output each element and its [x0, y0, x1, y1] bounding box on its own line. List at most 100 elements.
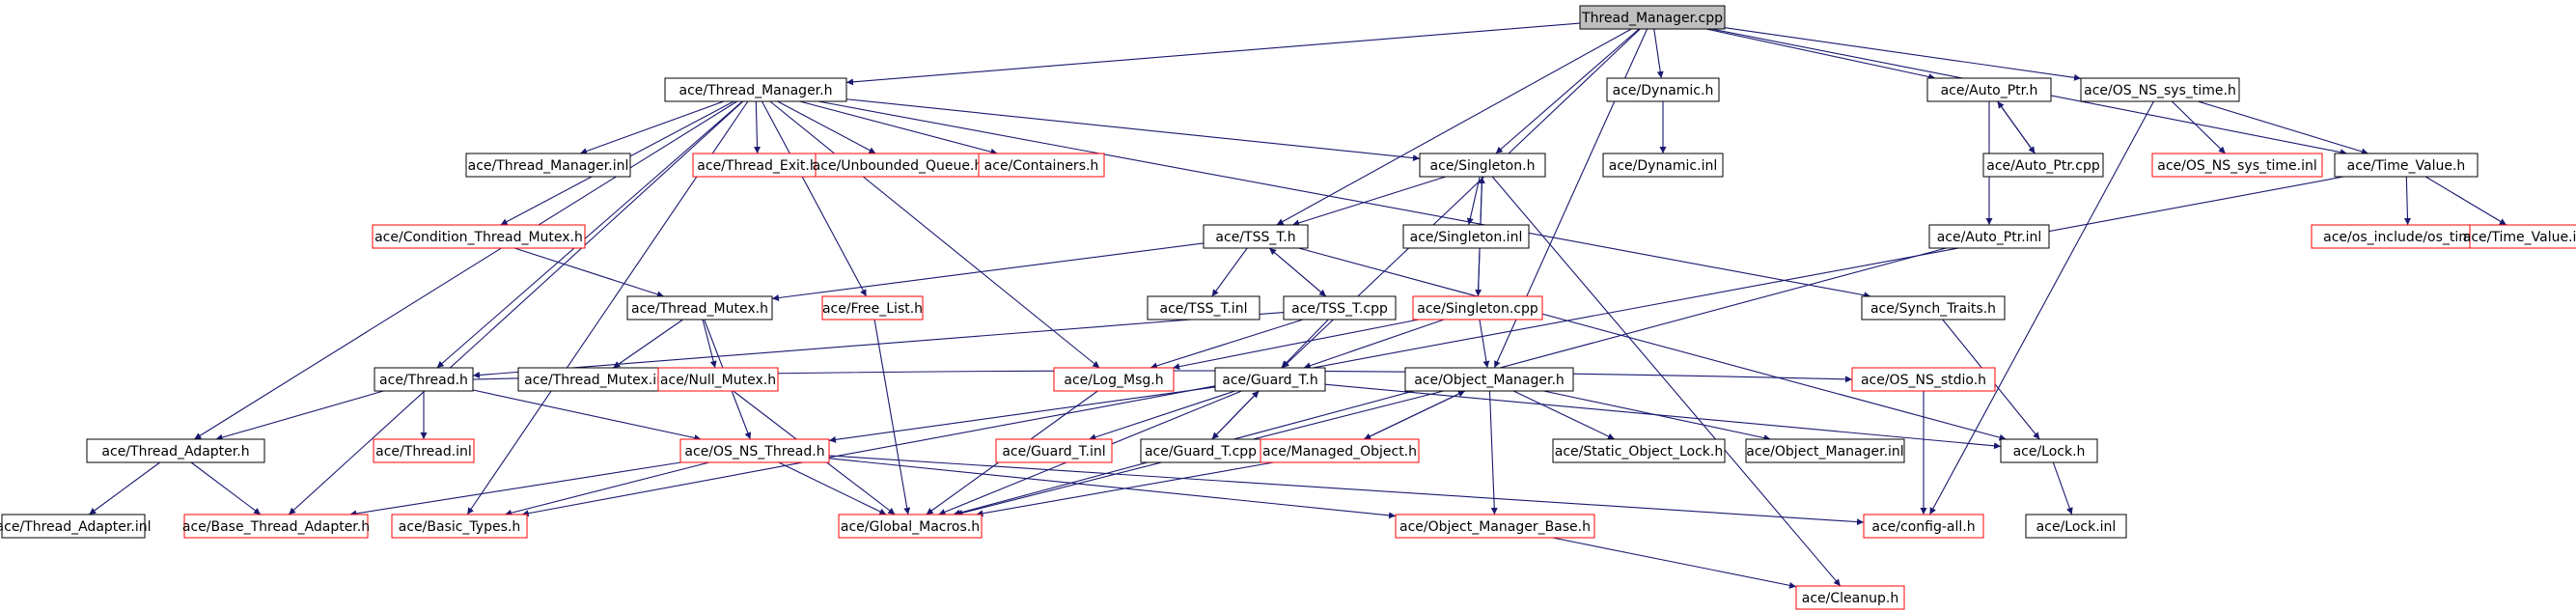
node-nmx[interactable]: ace/Null_Mutex.h	[657, 367, 779, 392]
edge-omb-to-cln	[1552, 537, 1797, 589]
node-ctm[interactable]: ace/Condition_Thread_Mutex.h	[372, 224, 586, 249]
node-sysinl[interactable]: ace/OS_NS_sys_time.inl	[2151, 153, 2323, 178]
edge-lockh-to-lockinl	[2052, 461, 2073, 515]
node-box-omh	[1404, 367, 1574, 392]
edge-tmxh-to-tmxinl	[613, 319, 683, 369]
node-tsscpp[interactable]: ace/TSS_T.cpp	[1283, 295, 1397, 320]
edge-tmh-to-texit	[754, 100, 762, 154]
node-lockinl[interactable]: ace/Lock.inl	[2025, 514, 2127, 539]
node-box-tminl	[465, 153, 631, 178]
node-sysh[interactable]: ace/OS_NS_sys_time.h	[2080, 77, 2240, 102]
node-tmh[interactable]: ace/Thread_Manager.h	[664, 77, 847, 102]
node-thh[interactable]: ace/Thread.h	[374, 367, 474, 392]
node-dynh[interactable]: ace/Dynamic.h	[1606, 77, 1720, 102]
node-tainl[interactable]: ace/Thread_Adapter.inl	[0, 514, 151, 539]
node-box-gm	[838, 514, 983, 539]
node-bta[interactable]: ace/Base_Thread_Adapter.h	[182, 514, 370, 539]
node-box-dyninl	[1602, 153, 1724, 178]
node-synch[interactable]: ace/Synch_Traits.h	[1861, 295, 2006, 320]
node-label-aph: ace/Auto_Ptr.h	[1941, 83, 2038, 98]
node-singcpp[interactable]: ace/Singleton.cpp	[1412, 295, 1543, 320]
edge-thh-to-tah	[215, 390, 384, 441]
node-uq[interactable]: ace/Unbounded_Queue.h	[813, 153, 983, 178]
node-mob[interactable]: ace/Managed_Object.h	[1260, 438, 1420, 463]
node-label-tmh: ace/Thread_Manager.h	[679, 83, 833, 98]
edge-tsscpp-to-lmh	[1150, 319, 1304, 370]
node-tmxh[interactable]: ace/Thread_Mutex.h	[626, 295, 773, 320]
node-label-tsscpp: ace/TSS_T.cpp	[1291, 301, 1388, 317]
node-box-tssh	[1203, 224, 1309, 249]
node-tmxinl[interactable]: ace/Thread_Mutex.inl	[517, 367, 676, 392]
node-omh[interactable]: ace/Object_Manager.h	[1404, 367, 1574, 392]
node-aph[interactable]: ace/Auto_Ptr.h	[1926, 77, 2052, 102]
node-label-lockinl: ace/Lock.inl	[2036, 519, 2117, 535]
node-box-aph	[1926, 77, 2052, 102]
node-osth[interactable]: ace/OS_NS_Thread.h	[679, 438, 830, 463]
node-apcpp[interactable]: ace/Auto_Ptr.cpp	[1982, 153, 2104, 178]
node-tvinl[interactable]: ace/Time_Value.inl	[2463, 224, 2576, 249]
node-label-mob: ace/Managed_Object.h	[1262, 444, 1417, 460]
node-label-gtcpp: ace/Guard_T.cpp	[1145, 444, 1257, 460]
node-box-lockh	[2000, 438, 2098, 463]
node-singinl[interactable]: ace/Singleton.inl	[1402, 224, 1530, 249]
node-label-tah: ace/Thread_Adapter.h	[101, 444, 249, 460]
node-box-singinl	[1402, 224, 1530, 249]
node-label-stdio: ace/OS_NS_stdio.h	[1861, 373, 1986, 388]
node-bt[interactable]: ace/Basic_Types.h	[391, 514, 528, 539]
node-stdio[interactable]: ace/OS_NS_stdio.h	[1851, 367, 1996, 392]
node-box-tmxh	[626, 295, 773, 320]
node-label-gtinl: ace/Guard_T.inl	[1002, 444, 1105, 460]
node-box-lockinl	[2025, 514, 2127, 539]
node-sol[interactable]: ace/Static_Object_Lock.h	[1552, 438, 1726, 463]
node-label-tainl: ace/Thread_Adapter.inl	[0, 519, 151, 535]
node-tah[interactable]: ace/Thread_Adapter.h	[86, 438, 265, 463]
node-singh[interactable]: ace/Singleton.h	[1419, 153, 1546, 178]
node-box-bta	[183, 514, 369, 539]
node-lmh[interactable]: ace/Log_Msg.h	[1053, 367, 1175, 392]
node-cont[interactable]: ace/Containers.h	[978, 153, 1105, 178]
node-box-ominl	[1745, 438, 1905, 463]
node-gtcpp[interactable]: ace/Guard_T.cpp	[1140, 438, 1261, 463]
node-tvh[interactable]: ace/Time_Value.h	[2334, 153, 2479, 178]
node-box-ctm	[372, 224, 586, 249]
node-box-apcpp	[1982, 153, 2104, 178]
node-gth[interactable]: ace/Guard_T.h	[1214, 367, 1326, 392]
node-box-apinl	[1928, 224, 2050, 249]
node-box-thinl	[373, 438, 475, 463]
node-lockh[interactable]: ace/Lock.h	[2000, 438, 2098, 463]
edge-tah-to-tainl	[88, 461, 161, 515]
edge-root-to-omh	[1493, 28, 1648, 369]
node-omb[interactable]: ace/Object_Manager_Base.h	[1395, 514, 1595, 539]
node-label-ominl: ace/Object_Manager.inl	[1746, 444, 1903, 460]
node-thinl[interactable]: ace/Thread.inl	[373, 438, 475, 463]
node-gtinl[interactable]: ace/Guard_T.inl	[995, 438, 1113, 463]
edge-root-to-singh	[1495, 28, 1640, 154]
edge-singcpp-to-gth	[1303, 319, 1445, 370]
node-tssinl[interactable]: ace/TSS_T.inl	[1147, 295, 1260, 320]
node-box-tvh	[2334, 153, 2479, 178]
node-label-dyninl: ace/Dynamic.inl	[1609, 158, 1717, 174]
node-box-tainl	[1, 514, 146, 539]
node-label-dynh: ace/Dynamic.h	[1613, 83, 1714, 98]
edge-singh-to-tssh	[1291, 176, 1447, 227]
node-apinl[interactable]: ace/Auto_Ptr.inl	[1928, 224, 2050, 249]
node-flh[interactable]: ace/Free_List.h	[821, 295, 924, 320]
node-tminl[interactable]: ace/Thread_Manager.inl	[465, 153, 631, 178]
edge-thh-to-osth	[472, 389, 702, 441]
edge-tmxh-to-nmx	[702, 319, 717, 369]
node-texit[interactable]: ace/Thread_Exit.h	[692, 153, 823, 178]
node-box-singh	[1419, 153, 1546, 178]
node-cfg[interactable]: ace/config-all.h	[1863, 514, 1984, 539]
node-label-cln: ace/Cleanup.h	[1802, 591, 1898, 606]
edge-osth-to-cfg	[828, 455, 1865, 526]
node-box-tmh	[664, 77, 847, 102]
node-tssh[interactable]: ace/TSS_T.h	[1203, 224, 1309, 249]
edge-tvh-to-ostime	[2403, 176, 2411, 226]
edge-apcpp-to-aph	[1997, 100, 2036, 154]
node-gm[interactable]: ace/Global_Macros.h	[838, 514, 983, 539]
node-ominl[interactable]: ace/Object_Manager.inl	[1745, 438, 1905, 463]
node-cln[interactable]: ace/Cleanup.h	[1795, 585, 1905, 610]
node-box-lmh	[1053, 367, 1175, 392]
node-dyninl[interactable]: ace/Dynamic.inl	[1602, 153, 1724, 178]
